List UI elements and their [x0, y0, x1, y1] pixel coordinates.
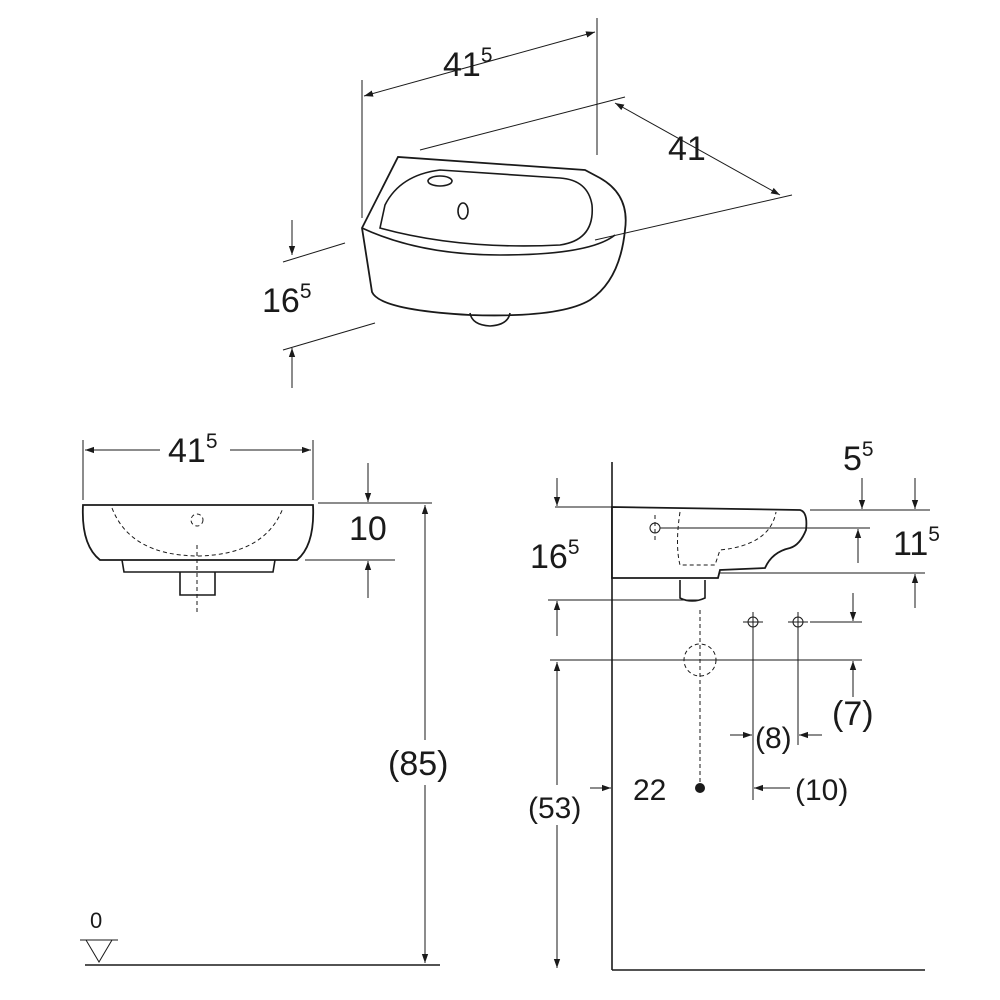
basin-rim	[361, 227, 616, 256]
depth-dimension-line	[614, 102, 781, 196]
drain-diameter-label: 22	[633, 774, 666, 807]
isometric-view: 415 41 165	[262, 18, 793, 388]
front-rim-label: 10	[349, 510, 387, 548]
drain-height-label: (53)	[528, 792, 581, 825]
mount-height-label: (85)	[388, 745, 448, 783]
basin-bowl	[379, 169, 593, 247]
side-basin	[611, 506, 808, 579]
iso-depth-label: 41	[668, 130, 706, 168]
supply-crosshair-right	[788, 612, 808, 632]
side-height-label: 165	[530, 536, 580, 576]
overflow-hole	[457, 202, 469, 220]
drain-point	[695, 783, 705, 793]
supply-height-label: (7)	[832, 695, 874, 733]
tap-hole	[190, 513, 204, 527]
front-basin	[81, 504, 315, 561]
supply-offset-label: (10)	[795, 774, 848, 807]
tap-hole	[427, 175, 453, 187]
supply-crosshair-left	[743, 612, 763, 632]
wall-offset-label: 55	[843, 438, 874, 478]
floor-level-triangle	[85, 939, 113, 963]
basin-body	[361, 156, 627, 317]
front-width-label: 415	[168, 430, 218, 470]
floor-level-label: 0	[90, 908, 102, 933]
waste-outlet	[469, 312, 511, 327]
supply-spacing-label: (8)	[755, 722, 792, 755]
iso-height-label: 165	[262, 280, 312, 320]
width-dimension-line	[363, 31, 596, 97]
side-view: 165 55 115 (7) (8) 22 (10) (53)	[525, 438, 940, 971]
front-view: 415 10 (85) 0	[80, 430, 455, 966]
iso-width-label: 415	[443, 44, 493, 84]
tap-depth-label: 115	[893, 523, 940, 563]
